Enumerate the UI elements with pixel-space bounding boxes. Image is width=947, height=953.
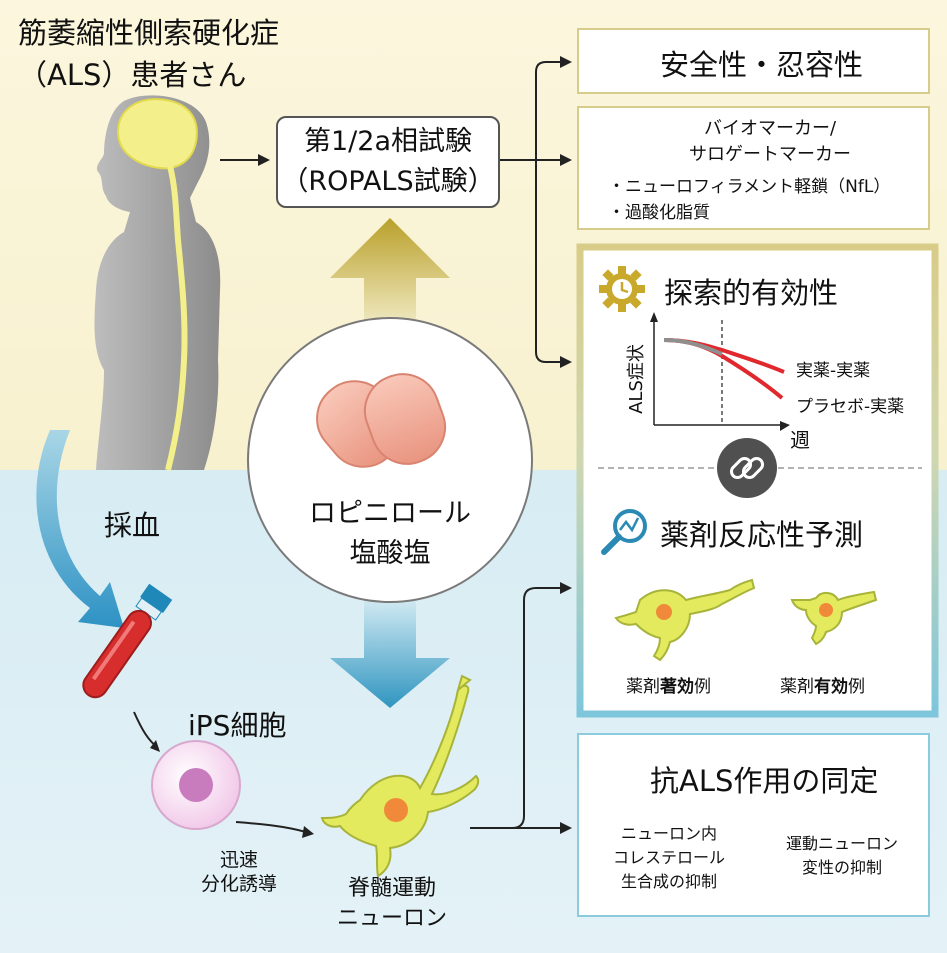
neuron-effective-icon	[790, 590, 878, 646]
chart-ylabel: ALS症状	[625, 344, 647, 414]
strong-response-label: 薬剤著効例	[626, 672, 711, 697]
strong-post: 例	[694, 677, 711, 697]
identify-title: 抗ALS作用の同定	[650, 764, 879, 798]
biomarker-line2: サロゲートマーカー	[689, 144, 851, 165]
neuron-output-arrows	[470, 587, 564, 829]
differentiation-line1: 迅速	[219, 849, 258, 871]
identify-right-line1: 運動ニューロン	[785, 834, 898, 853]
strong-bold: 著効	[660, 677, 694, 697]
identify-left-line3: 生合成の抑制	[620, 872, 717, 891]
effective-post: 例	[848, 677, 865, 697]
drug-label: ロピニロール 塩酸塩	[300, 494, 480, 574]
trial-label-line1: 第1/2a相試験	[304, 126, 472, 157]
patient-title-line2: （ALS）患者さん	[18, 58, 247, 92]
link-icon	[717, 438, 777, 498]
identify-right: 運動ニューロン 変性の抑制	[772, 832, 912, 880]
differentiation-label: 迅速 分化誘導	[194, 848, 284, 896]
motor-neuron-icon	[320, 674, 480, 878]
effective-bold: 有効	[814, 677, 848, 697]
biomarker-item-nfl: ・ニューロフィラメント軽鎖（NfL）	[608, 177, 891, 197]
blood-draw-arrow	[36, 430, 125, 628]
ips-label: iPS細胞	[188, 709, 287, 742]
identify-right-line2: 変性の抑制	[801, 858, 882, 877]
differentiation-line2: 分化誘導	[200, 873, 277, 895]
biomarker-heading: バイオマーカー/ サロゲートマーカー	[640, 116, 900, 168]
identify-left-line1: ニューロン内	[620, 824, 717, 843]
identify-box	[577, 733, 930, 917]
biomarker-line1: バイオマーカー/	[703, 118, 837, 139]
patient-silhouette	[94, 95, 221, 471]
trial-output-arrows	[500, 61, 564, 363]
patient-title-line1: 筋萎縮性側索硬化症	[18, 16, 280, 50]
biomarker-item-lipid: ・過酸化脂質	[608, 203, 710, 223]
effective-pre: 薬剤	[780, 677, 814, 697]
neuron-label-line1: 脊髄運動	[347, 876, 436, 901]
blood-draw-label: 採血	[104, 509, 161, 542]
safety-box	[577, 28, 930, 94]
trial-label-line2: （ROPALS試験）	[281, 166, 495, 197]
drug-label-line2: 塩酸塩	[349, 538, 431, 569]
cell-to-neuron-arrow	[235, 821, 307, 833]
neuron-label-line2: ニューロン	[336, 906, 447, 931]
trial-label: 第1/2a相試験 （ROPALS試験）	[276, 122, 500, 202]
blood-tube-icon	[82, 583, 173, 699]
neuron-strong-icon	[614, 578, 756, 662]
magnifier-icon	[601, 509, 647, 555]
identify-left-line2: コレステロール	[612, 848, 725, 867]
down-arrow	[330, 598, 450, 708]
chart-xlabel: 週	[790, 428, 810, 452]
neuron-label: 脊髄運動 ニューロン	[322, 874, 462, 934]
drug-label-line1: ロピニロール	[309, 498, 471, 529]
pill-icon	[316, 373, 447, 468]
biomarker-box	[577, 106, 930, 230]
ips-cell-icon	[151, 740, 241, 830]
identify-left: ニューロン内 コレステロール 生合成の抑制	[594, 822, 744, 894]
up-arrow	[330, 218, 450, 330]
prediction-title: 薬剤反応性予測	[660, 518, 864, 552]
efficacy-chart	[650, 312, 790, 431]
trial-box	[276, 116, 500, 208]
strong-pre: 薬剤	[626, 677, 660, 697]
safety-title: 安全性・忍容性	[660, 48, 864, 82]
efficacy-title: 探索的有効性	[664, 276, 839, 310]
effective-response-label: 薬剤有効例	[780, 672, 865, 697]
legend-active: 実薬-実薬	[796, 361, 871, 381]
legend-placebo: プラセボ-実薬	[796, 397, 905, 417]
gear-clock-icon	[599, 266, 645, 312]
